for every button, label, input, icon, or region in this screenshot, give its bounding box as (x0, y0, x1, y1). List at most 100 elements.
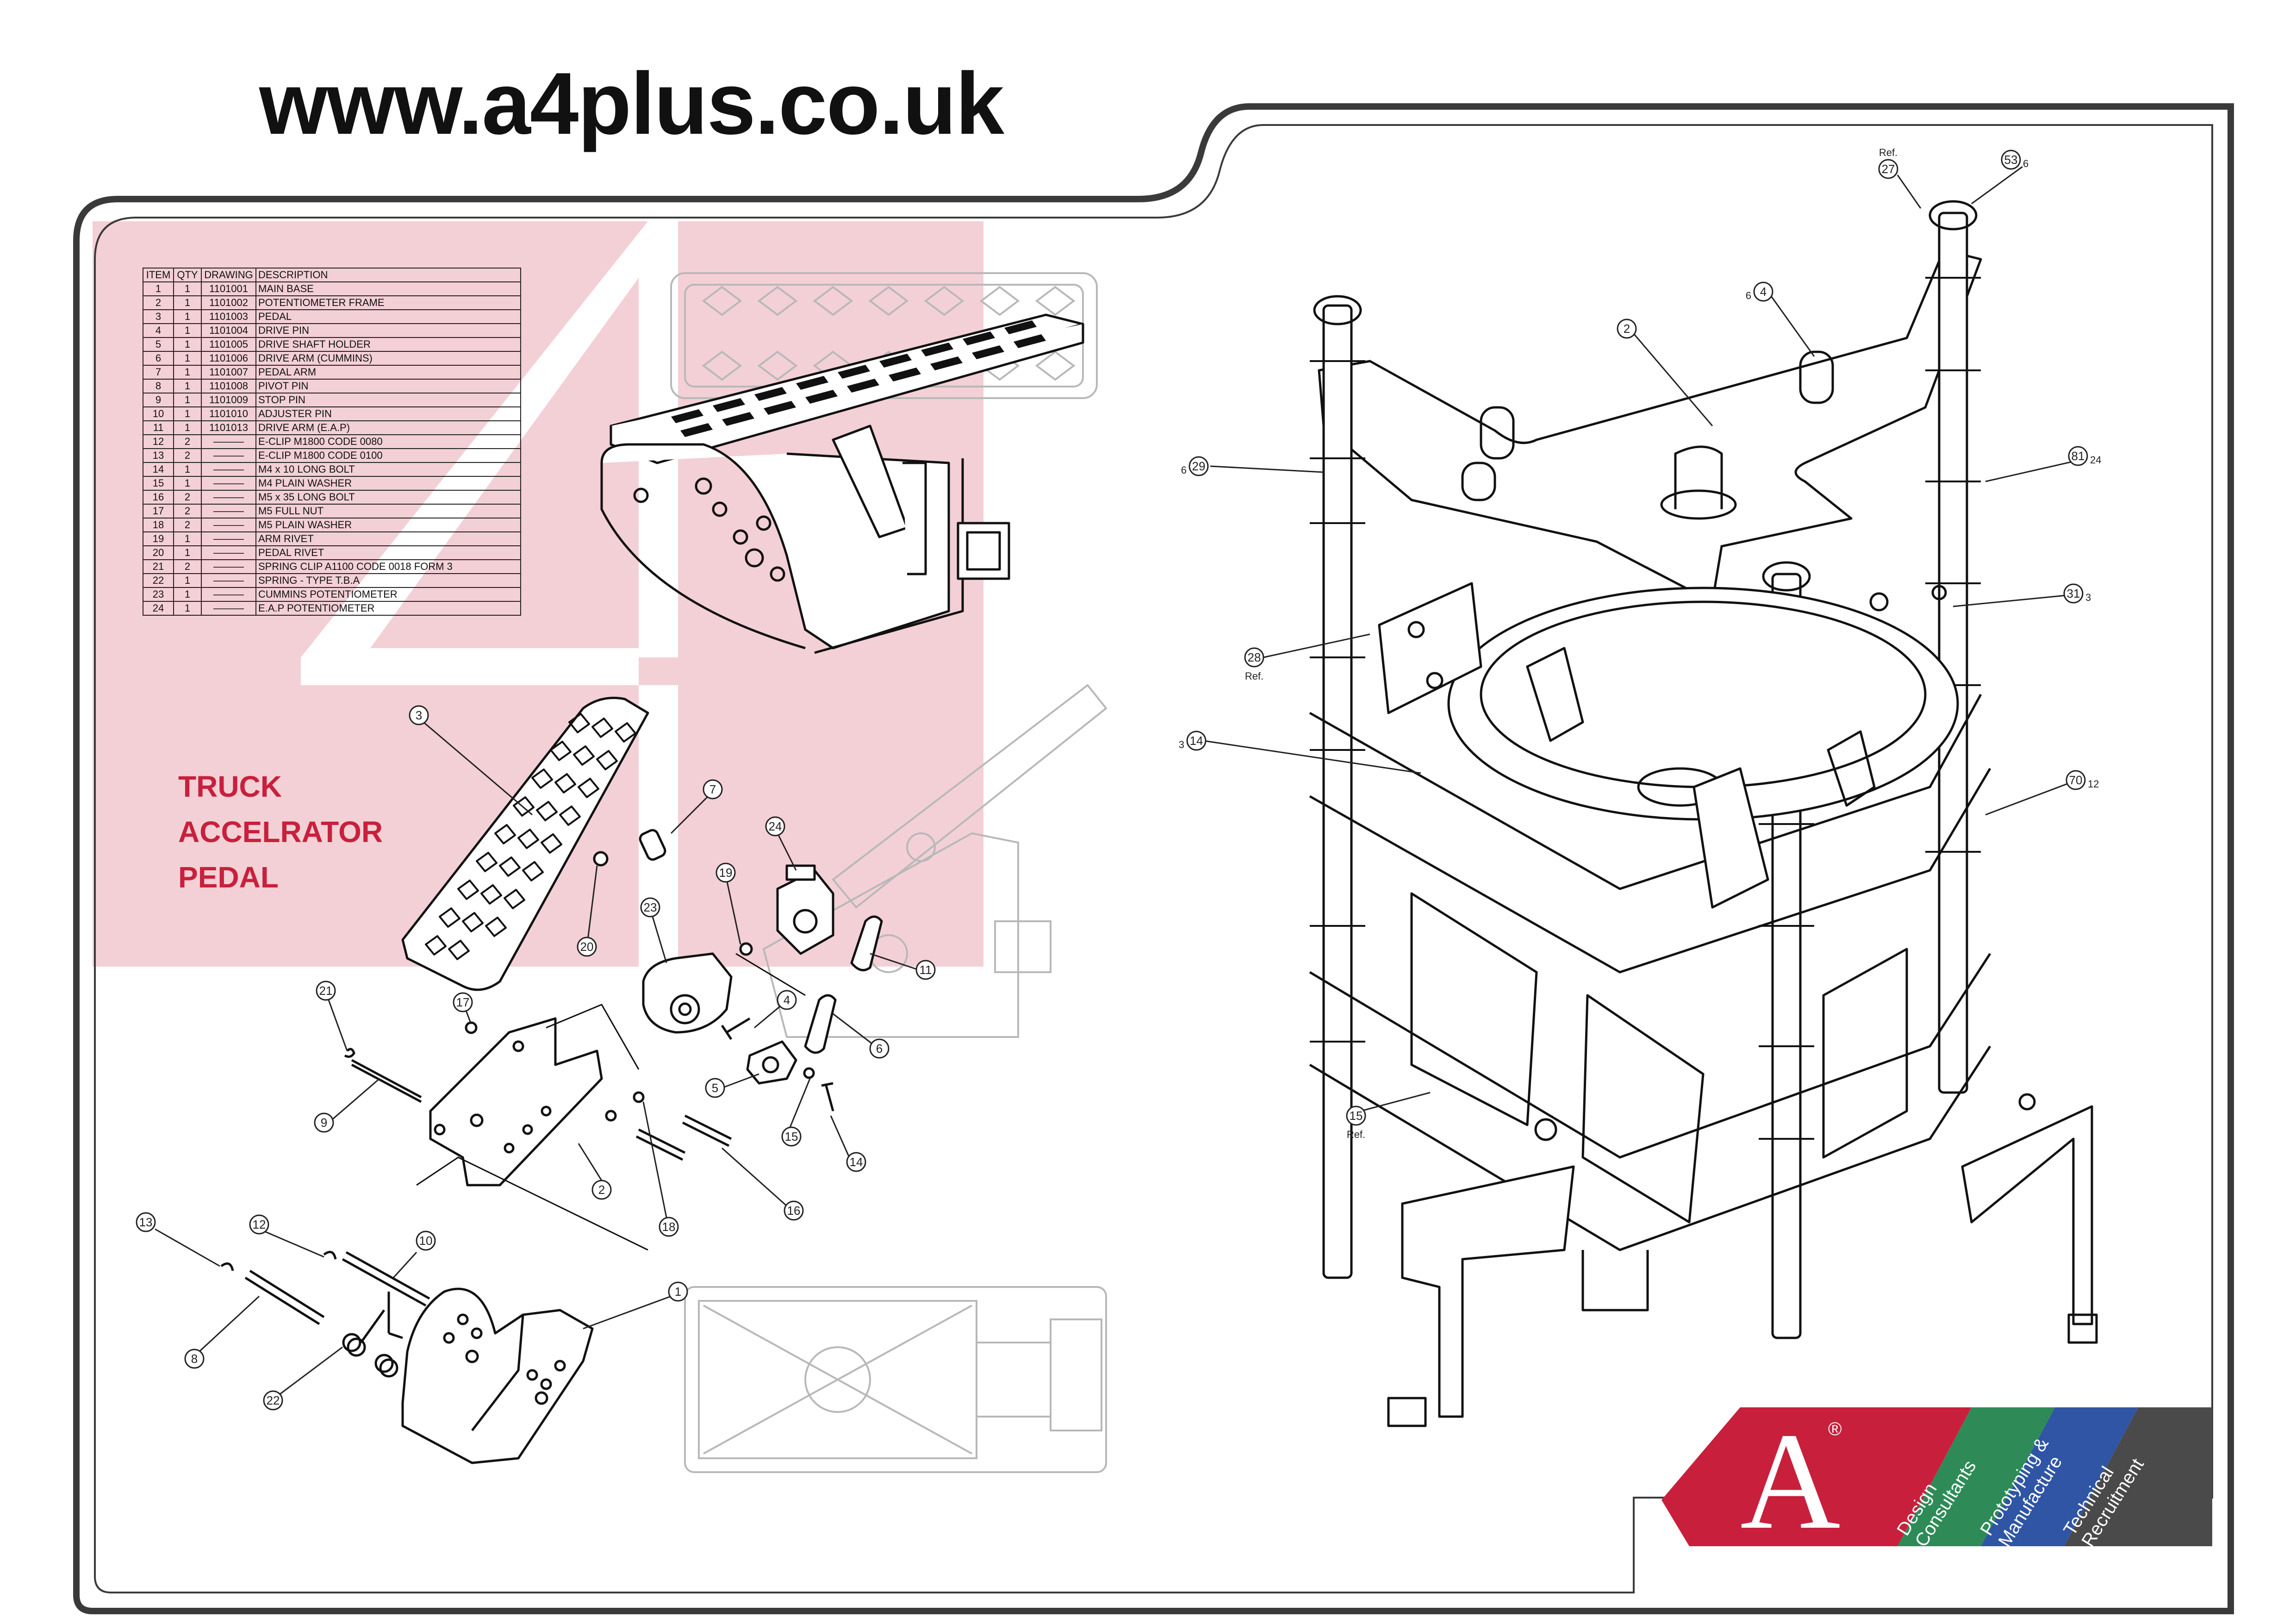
callout-number: 17 (456, 995, 470, 1009)
bom-drawing: 1101007 (201, 365, 256, 380)
bom-item: 19 (143, 531, 174, 546)
callout-bubble (453, 992, 473, 1012)
callout-number: 12 (253, 1218, 266, 1231)
bom-item: 6 (143, 351, 174, 366)
bom-item: 14 (143, 462, 174, 477)
machine-carousel (1447, 587, 1959, 821)
callout-bubble (765, 816, 785, 837)
bom-description: M5 FULL NUT (255, 504, 521, 518)
bom-col-qty: QTY (173, 268, 202, 282)
outer-frame (73, 103, 2234, 1614)
bom-description: E-CLIP M1800 CODE 0100 (255, 448, 521, 463)
callout-leaders (155, 721, 919, 1397)
bom-item: 11 (143, 420, 174, 435)
bom-col-drawing: DRAWING (201, 268, 256, 282)
callout-number: 11 (920, 963, 932, 977)
part-pivot-pin (244, 1269, 325, 1325)
bom-drawing: 1101005 (201, 337, 256, 352)
callout-bubble (577, 937, 597, 957)
bom-drawing: 1101006 (201, 351, 256, 366)
bom-qty: 1 (173, 462, 202, 477)
bom-item: 23 (143, 587, 174, 602)
callout-number: 27 (1882, 162, 1895, 176)
callout-number: 18 (662, 1220, 676, 1234)
bom-description: STOP PIN (255, 393, 521, 407)
bom-qty: 1 (173, 337, 202, 352)
callout-number: 23 (644, 900, 657, 914)
callout-number: 81 (2072, 449, 2085, 463)
callout-bubble (777, 990, 797, 1010)
title-line: PEDAL (178, 861, 279, 894)
callout-prefix: 3 (1179, 739, 1184, 750)
bom-description: PEDAL ARM (255, 365, 521, 380)
bom-description: M4 x 10 LONG BOLT (255, 462, 521, 477)
callout-number: 24 (769, 819, 782, 833)
callout-number: 15 (785, 1130, 798, 1143)
callout-number: 8 (191, 1352, 198, 1366)
callout-number: 29 (1192, 459, 1206, 473)
bom-item: 2 (143, 295, 174, 310)
logo-mark: A (1740, 1404, 1841, 1558)
callout-number: 28 (1248, 650, 1261, 664)
part-cummins-potentiometer (642, 952, 733, 1034)
part-potentiometer-frame (429, 1017, 603, 1187)
bom-qty: 1 (173, 281, 202, 296)
callout-bubble (869, 1038, 890, 1059)
callout-number: 13 (139, 1215, 153, 1229)
callout-bubble (716, 862, 736, 883)
title-line: ACCELRATOR (178, 815, 383, 849)
callout-bubble (416, 1230, 436, 1251)
bom-drawing: 1101008 (201, 379, 256, 394)
callout-number: 14 (1190, 734, 1203, 748)
bom-qty: 1 (173, 601, 202, 616)
callout-number: 7 (709, 782, 716, 796)
callout-bubble (591, 1180, 612, 1200)
bom-description: PEDAL (255, 309, 521, 324)
callout-bubble (668, 1281, 688, 1302)
part-eap-potentiometer (776, 864, 834, 955)
callout-bubble (659, 1217, 679, 1237)
bom-qty: 2 (173, 518, 202, 532)
bom-qty: 1 (173, 545, 202, 560)
bom-description: POTENTIOMETER FRAME (255, 295, 521, 310)
bom-description: E-CLIP M1800 CODE 0080 (255, 434, 521, 449)
bom-qty: 2 (173, 434, 202, 449)
part-eclip-12 (323, 1250, 337, 1260)
bom-item: 17 (143, 504, 174, 518)
bom-drawing: ——— (201, 518, 256, 532)
bom-qty: 1 (173, 379, 202, 394)
bom-drawing: 1101010 (201, 406, 256, 421)
part-spring-clip (344, 1048, 355, 1058)
bom-qty: 1 (173, 531, 202, 546)
bom-item: 9 (143, 393, 174, 407)
bom-description: MAIN BASE (255, 281, 521, 296)
bom-item: 3 (143, 309, 174, 324)
callout-bubble (915, 960, 936, 980)
callout-number: 15 (1350, 1109, 1363, 1123)
bom-item: 10 (143, 406, 174, 421)
bom-drawing: ——— (201, 490, 256, 505)
callout-number: 70 (2069, 773, 2083, 787)
callout-prefix: 6 (1181, 464, 1187, 476)
callout-bubble (1346, 1106, 1366, 1126)
bom-item: 18 (143, 518, 174, 532)
callout-suffix: 12 (2088, 778, 2099, 790)
bom-description: ADJUSTER PIN (255, 406, 521, 421)
site-url[interactable]: www.a4plus.co.uk (259, 55, 1004, 153)
callout-number: 1 (675, 1285, 681, 1299)
